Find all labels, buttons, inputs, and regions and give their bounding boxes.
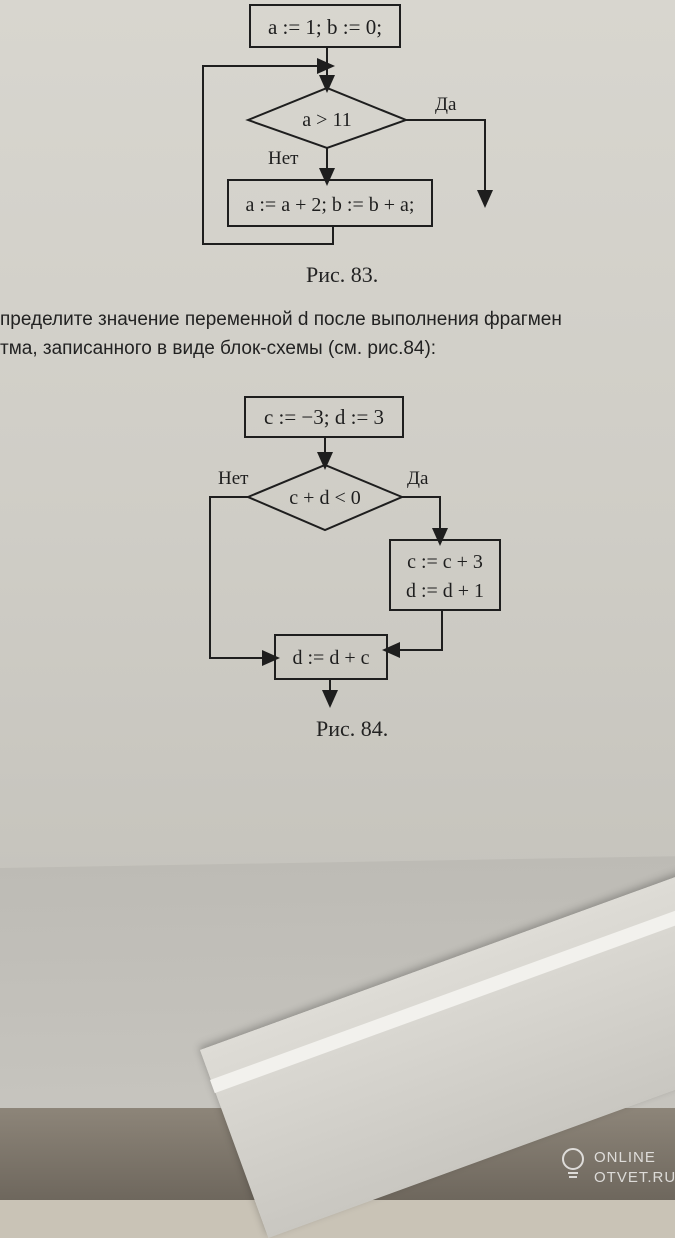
fig83-loop-arrow — [202, 58, 335, 245]
fig84-yes-label: Да — [407, 468, 429, 489]
fig83-init-text: a := 1; b := 0; — [268, 15, 382, 39]
watermark: ONLINE OTVET.RU — [560, 1145, 675, 1193]
figure-83 — [202, 4, 493, 245]
fig83-init-box — [249, 4, 401, 48]
fig84-no-label: Нет — [218, 468, 249, 489]
fig84-yes-text-line2: d := d + 1 — [406, 580, 484, 602]
fig84-yes-box — [389, 539, 501, 611]
figure-84 — [209, 396, 501, 708]
flowcharts: a := 1; b := 0; a > 11 Да Нет a := a + 2… — [202, 4, 501, 708]
fig84-merge-text: d := d + c — [293, 647, 370, 669]
textbook-page — [0, 0, 675, 880]
lightbulb-icon — [562, 1148, 584, 1178]
fig83-yes-arrow — [406, 119, 493, 208]
fig84-condition-text: c + d < 0 — [289, 487, 360, 509]
fig83-body-text: a := a + 2; b := b + a; — [246, 194, 415, 216]
fig83-condition-text: a > 11 — [302, 109, 351, 131]
fig83-caption: Рис. 83. — [306, 262, 379, 287]
fig83-yes-label: Да — [435, 94, 457, 115]
fig83-no-label: Нет — [268, 148, 299, 169]
fig83-body-box — [227, 179, 433, 227]
fig84-no-arrow — [209, 496, 280, 666]
fig84-merge-arrow — [382, 610, 443, 658]
fig84-yes-text-line1: c := c + 3 — [407, 551, 483, 573]
task-line-1: пределите значение переменной d после вы… — [0, 309, 562, 330]
fig84-init-text: c := −3; d := 3 — [264, 405, 384, 429]
watermark-line-1: ONLINE — [594, 1149, 656, 1166]
fig84-yes-arrow — [402, 496, 448, 546]
watermark-line-2: OTVET.RU — [594, 1169, 675, 1186]
fig84-caption: Рис. 84. — [316, 716, 389, 741]
task-line-2: тма, записанного в виде блок-схемы (см. … — [0, 338, 437, 359]
task-paragraph: пределите значение переменной d после вы… — [0, 305, 675, 363]
